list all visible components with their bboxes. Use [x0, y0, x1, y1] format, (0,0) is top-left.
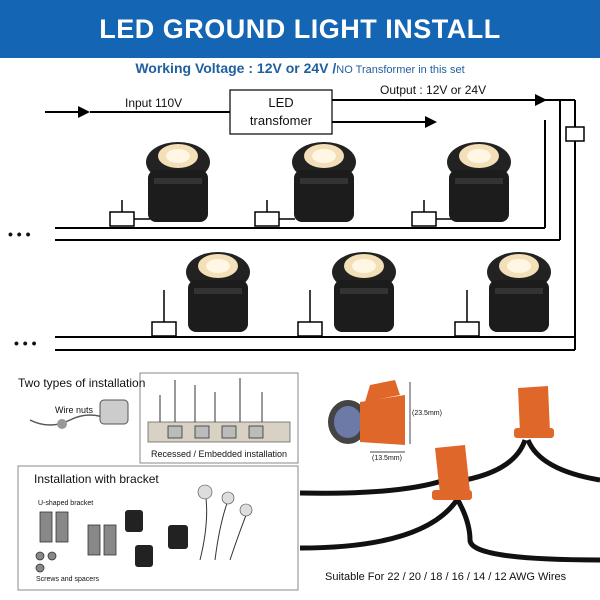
continuation-ellipsis-top: • • • — [8, 226, 31, 242]
fixture-icon — [186, 252, 250, 332]
output-arrow-2-icon — [425, 116, 437, 128]
wire-nut-width: (13.5mm) — [372, 455, 402, 462]
fixture-icon — [487, 252, 551, 332]
transformer-label-line1: LED — [268, 95, 294, 110]
fixture-icon — [447, 142, 511, 222]
fixture-icon — [146, 142, 210, 222]
recessed-caption: Recessed / Embedded installation — [150, 449, 288, 459]
fixture-icon — [292, 142, 356, 222]
input-arrow-icon — [78, 106, 90, 118]
wire-nut-icon — [328, 380, 411, 453]
page-title: LED GROUND LIGHT INSTALL — [99, 13, 501, 44]
input-label: Input 110V — [125, 96, 183, 110]
wire-nuts-label: Wire nuts — [55, 405, 94, 415]
transformer-label-line2: transfomer — [249, 113, 313, 128]
output-label: Output : 12V or 24V — [380, 83, 487, 97]
wire-nuts-icon — [29, 399, 129, 429]
bracket-title: Installation with bracket — [34, 472, 159, 486]
transformer-label: LED transfomer — [230, 94, 332, 130]
voltage-text: Working Voltage : 12V or 24V / — [135, 60, 337, 76]
u-bracket-label: U-shaped bracket — [38, 500, 94, 507]
recessed-panel — [139, 372, 299, 464]
transformer-box — [229, 89, 333, 135]
voltage-note: Working Voltage : 12V or 24V /NO Transfo… — [0, 60, 600, 76]
install-types-title: Two types of installation — [18, 376, 146, 390]
header-banner: LED GROUND LIGHT INSTALL — [0, 0, 600, 58]
wire-connection-icon — [299, 386, 600, 563]
output-arrow-icon — [535, 94, 547, 106]
fixture-icon — [332, 252, 396, 332]
wire-compat-label: Suitable For 22 / 20 / 18 / 16 / 14 / 12… — [325, 571, 567, 583]
wire-nut-height: (23.5mm) — [412, 410, 442, 417]
continuation-ellipsis-bottom: • • • — [14, 335, 37, 351]
no-transformer-note: NO Transformer in this set — [336, 64, 465, 76]
screws-label: Screws and spacers — [36, 576, 100, 583]
